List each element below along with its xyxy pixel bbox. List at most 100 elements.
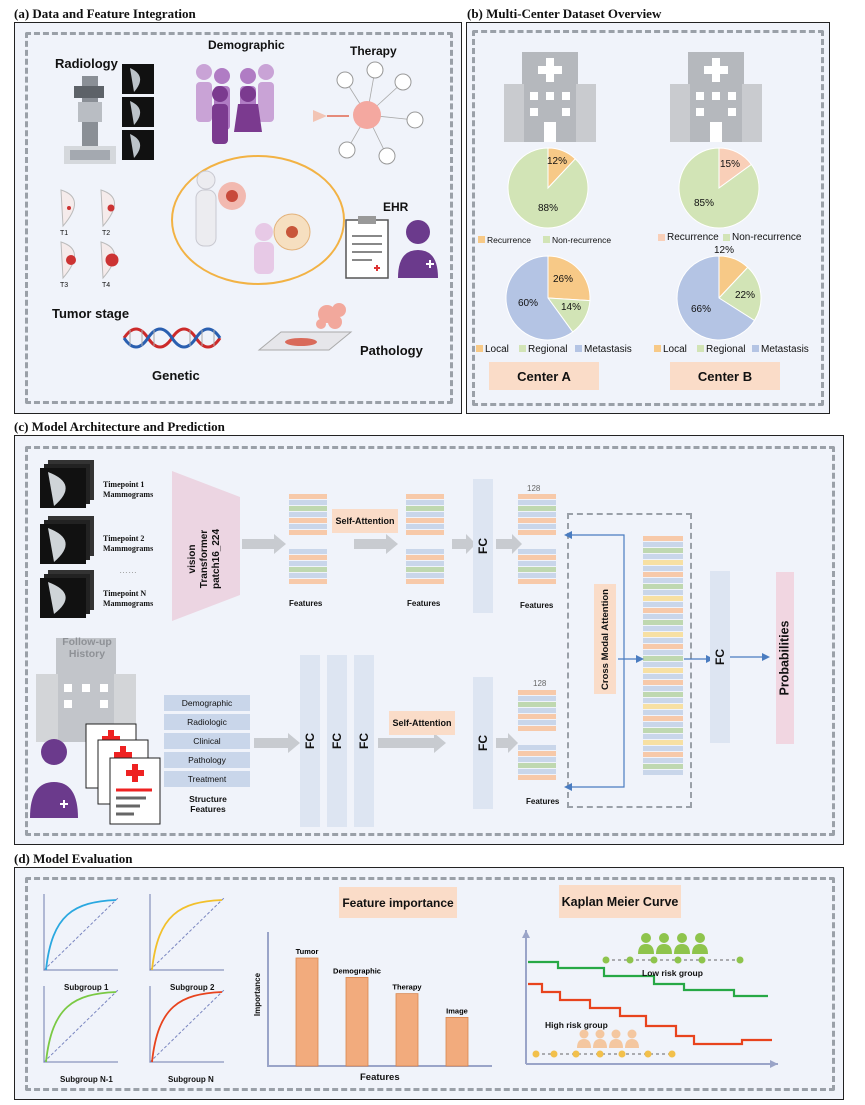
fi-bar-label: Tumor [296,947,319,956]
structured-item-clinical: Clinical [164,733,250,749]
fc-layer-top: FC [473,479,493,613]
structured-item-pathology: Pathology [164,752,250,768]
section-b-title: (b) Multi-Center Dataset Overview [467,6,662,21]
radiology-label: Radiology [55,56,118,71]
section-c-title: (c) Model Architecture and Prediction [14,419,225,434]
pie-charts [505,147,762,341]
roc-curves [43,894,225,1063]
ehr-label: EHR [383,200,409,214]
legend-a-nonrecurrence: Non-recurrence [552,235,612,245]
fused-feature-row [643,626,683,631]
stage-t3: T3 [60,282,69,289]
fused-feature-row [643,752,683,757]
legend-b-regional: Regional [706,344,746,355]
fused-feature-row [643,734,683,739]
therapy-label: Therapy [350,44,397,58]
vit-encoder-shape [172,471,240,621]
fused-feature-row [643,638,683,643]
timepointn-label: Timepoint N Mammograms [103,589,154,608]
radiology-device-icon [64,76,116,164]
probabilities-box: Probabilities [776,572,794,744]
fused-feature-row [643,770,683,775]
fi-bar-label: Demographic [333,966,381,975]
fused-feature-row [643,650,683,655]
dna-helix-icon [122,327,222,349]
vit-label: vision Transformer patch16_224 [187,528,222,590]
pie-a-regional-label: 14% [561,302,582,313]
timepoint-dots: …… [119,565,137,575]
fused-feature-row [643,710,683,715]
legend-b-local: Local [663,344,687,355]
fused-feature-row [643,698,683,703]
subgroupn-label: Subgroup N [168,1075,214,1084]
mammogram-stack-icon [122,64,154,160]
structured-item-radiologic: Radiologic [164,714,250,730]
legend-a-regional: Regional [528,344,568,355]
dim-label-bottom: 128 [533,679,547,688]
fused-feature-row [643,704,683,709]
fused-feature-row [643,596,683,601]
pie-a-meta-label: 60% [518,298,539,309]
fused-feature-row [643,644,683,649]
fused-feature-row [643,560,683,565]
fi-bar-demographic [345,977,369,1067]
fused-feature-row [643,620,683,625]
structure-features-label: Structure Features [189,794,227,814]
self-attention-box-bottom: Self-Attention [389,711,455,735]
fused-feature-row [643,692,683,697]
roc-curve-1 [45,899,117,971]
legend-b-nonrecurrence: Non-recurrence [732,232,802,243]
people-group-icon [196,64,274,144]
fc-layer-bottom-2: FC [327,655,347,827]
fused-feature-row [643,680,683,685]
timepoint2-label: Timepoint 2 Mammograms [103,534,154,553]
roc-diagonal [43,989,119,1063]
pie-b-regional-label: 22% [735,290,756,301]
pie-a-site-slice-metastasis [505,255,574,341]
subgroup1-label: Subgroup 1 [64,983,109,992]
roc-curve-3 [45,991,117,1063]
fused-feature-row [643,548,683,553]
cross-modal-attention-box: Cross Modal Attention [594,584,616,694]
feature-importance-title: Feature importance [339,887,457,918]
self-attention-box-top: Self-Attention [332,509,398,533]
fc-layer-bottom-4: FC [473,677,493,809]
fused-feature-row [643,728,683,733]
hospital-b-icon [670,52,762,142]
pie-b-site-slice-metastasis [676,255,756,341]
high-risk-label: High risk group [545,1020,608,1030]
section-d-title: (d) Model Evaluation [14,851,133,866]
fused-feature-row [643,686,683,691]
doctor-records-icon [30,723,161,825]
feature-stack-3 [518,494,556,585]
features-label-1: Features [289,599,323,608]
fc-layer-bottom-1: FC [300,655,320,827]
tumor-stage-label: Tumor stage [52,306,130,321]
cross-modal-dashbox [567,513,692,808]
pathology-label: Pathology [360,343,423,358]
fused-feature-row [643,716,683,721]
demographic-label: Demographic [208,38,285,52]
pie-b-meta-label: 66% [691,304,712,315]
flow-arrows-top [242,534,522,554]
fused-feature-row [643,554,683,559]
feature-stack-2 [406,494,444,585]
roc-curve-4 [151,991,223,1063]
timepoint1-label: Timepoint 1 Mammograms [103,480,154,499]
therapy-wheel-icon [313,61,424,165]
center-b-label: Center B [670,362,780,390]
section-a-dashbox [25,32,453,404]
fused-feature-row [643,614,683,619]
section-c-dashbox [25,446,835,836]
fused-feature-row [643,674,683,679]
fused-feature-row [643,584,683,589]
legend-b-metastasis: Metastasis [761,344,809,355]
subgroup2-label: Subgroup 2 [170,983,215,992]
fi-bar-image [445,1017,469,1067]
pie-b-local-label: 12% [714,245,735,256]
fused-feature-row [643,656,683,661]
fused-feature-stack [643,536,683,776]
fused-feature-row [643,662,683,667]
hospital-a-icon [504,52,596,142]
fused-feature-row [643,632,683,637]
